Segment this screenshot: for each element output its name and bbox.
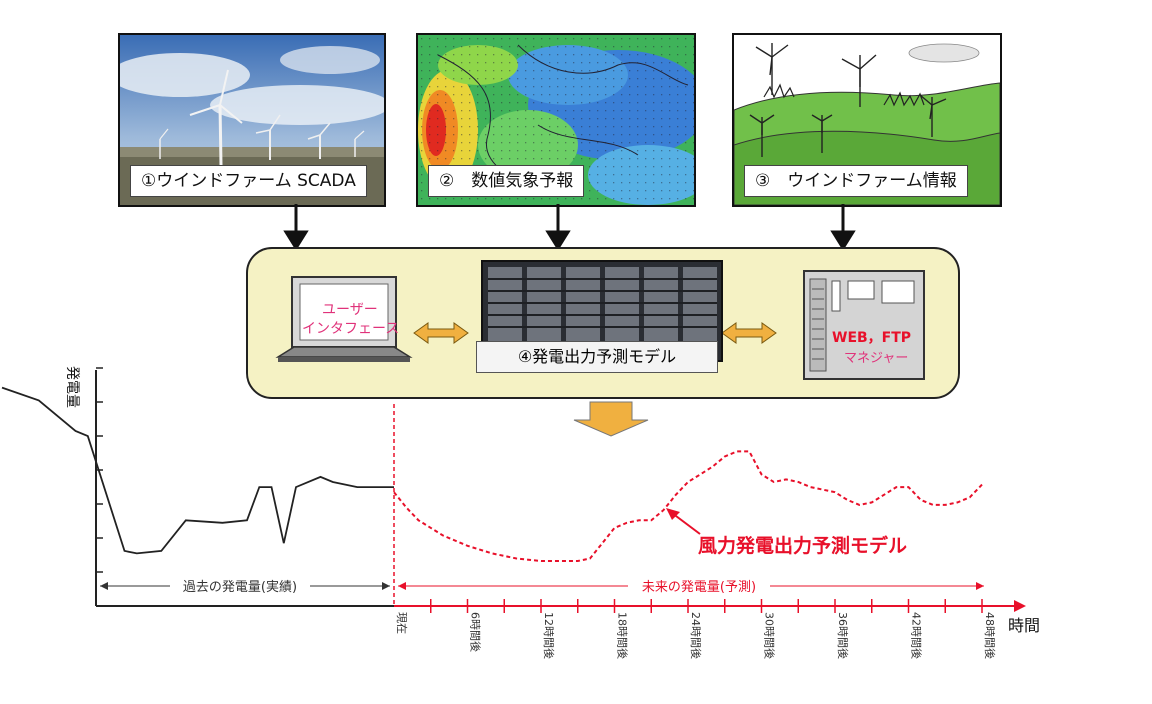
future-span-label: 未来の発電量(予測) <box>642 580 756 595</box>
x-axis-label: 時間 <box>1008 616 1040 635</box>
y-axis-label: 発電量 <box>64 366 80 408</box>
chart-series <box>1 386 983 562</box>
wind-farm-info-caption: ③ ウインドファーム情報 <box>744 165 968 197</box>
prediction-model-label-box: ④発電出力予測モデル <box>476 341 718 373</box>
x-tick-label: 18時間後 <box>616 612 630 659</box>
past-span-arrow: 過去の発電量(実績) <box>100 578 390 595</box>
x-tick-label: 6時間後 <box>469 612 483 652</box>
scada-caption: ①ウインドファーム SCADA <box>130 165 367 197</box>
web-ftp-label: WEB，FTP <box>832 330 912 346</box>
past-span-label: 過去の発電量(実績) <box>183 579 297 595</box>
forecast-system-hub: ユーザー インタフェース ④発電出力予測モデル WEB，FTP マネジャー <box>246 247 960 399</box>
forecast-series-line <box>393 450 983 562</box>
user-interface-label-line1: ユーザー <box>322 302 378 318</box>
x-tick-label: 30時間後 <box>763 612 777 659</box>
x-tick-label: 12時間後 <box>542 612 556 659</box>
forecast-model-annotation: 風力発電出力予測モデル <box>698 534 907 557</box>
manager-label: マネジャー <box>844 351 909 366</box>
annotation-pointer <box>666 508 701 535</box>
hub-output-arrow <box>573 401 649 437</box>
web-ftp-server-icon <box>803 270 925 380</box>
future-span-arrow: 未来の発電量(予測) <box>398 578 984 595</box>
x-tick-label: 現在 <box>395 612 408 634</box>
nwp-caption: ② 数値気象予報 <box>428 165 585 197</box>
prediction-model-label: ④発電出力予測モデル <box>517 347 677 366</box>
x-tick-label: 36時間後 <box>836 612 850 659</box>
wind-farm-info-panel: ③ ウインドファーム情報 <box>732 33 1002 207</box>
scada-photo-panel: ①ウインドファーム SCADA <box>118 33 386 207</box>
nwp-map-panel: ② 数値気象予報 <box>416 33 696 207</box>
actual-series-line <box>1 386 394 555</box>
x-tick-label: 42時間後 <box>910 612 924 659</box>
x-axis-arrowhead <box>1014 600 1026 612</box>
user-interface-label-line2: インタフェース <box>302 321 400 337</box>
weather-map-icon <box>418 35 694 205</box>
x-tick-label: 48時間後 <box>983 612 997 659</box>
x-axis-ticks: 現在 6時間後 12時間後 18時間後 24時間後 30時間後 36時間後 42時間後 48時間… <box>395 599 997 659</box>
x-tick-label: 24時間後 <box>689 612 703 659</box>
laptop-icon <box>275 276 413 362</box>
